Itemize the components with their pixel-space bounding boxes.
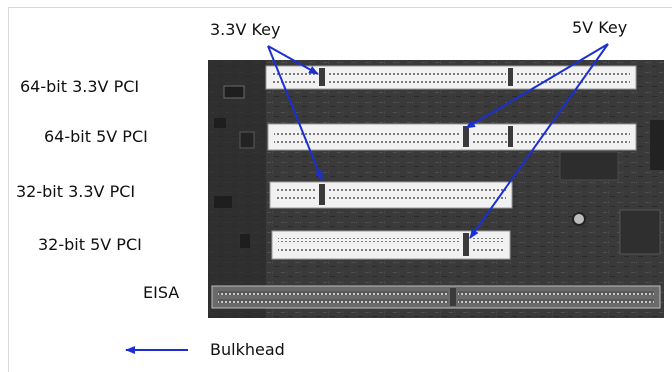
screw-hole — [573, 213, 585, 225]
slot-32bit-5v — [272, 231, 510, 259]
slot-eisa — [212, 286, 660, 308]
capacitor-bank — [620, 210, 660, 254]
chip-5 — [240, 234, 250, 248]
label-64bit-33v-pci: 64-bit 3.3V PCI — [20, 79, 139, 95]
callout-33v-key: 3.3V Key — [210, 22, 280, 38]
label-32bit-5v-pci: 32-bit 5V PCI — [38, 237, 142, 253]
slot-64bit-33v — [266, 66, 636, 89]
chip-4 — [214, 196, 232, 208]
bulkhead-legend-label: Bulkhead — [210, 342, 285, 358]
label-32bit-33v-pci: 32-bit 3.3V PCI — [16, 184, 135, 200]
label-eisa: EISA — [143, 285, 179, 301]
board-shadow-strip — [208, 60, 266, 318]
chip-1 — [224, 86, 244, 98]
slot-64bit-5v — [268, 124, 636, 150]
slot-32bit-33v — [270, 182, 512, 208]
label-64bit-5v-pci: 64-bit 5V PCI — [44, 129, 148, 145]
chip-2 — [214, 118, 226, 128]
chip-6 — [560, 152, 618, 180]
callout-5v-key: 5V Key — [572, 20, 627, 36]
board-edge-component — [650, 120, 664, 170]
chip-3 — [240, 132, 254, 148]
